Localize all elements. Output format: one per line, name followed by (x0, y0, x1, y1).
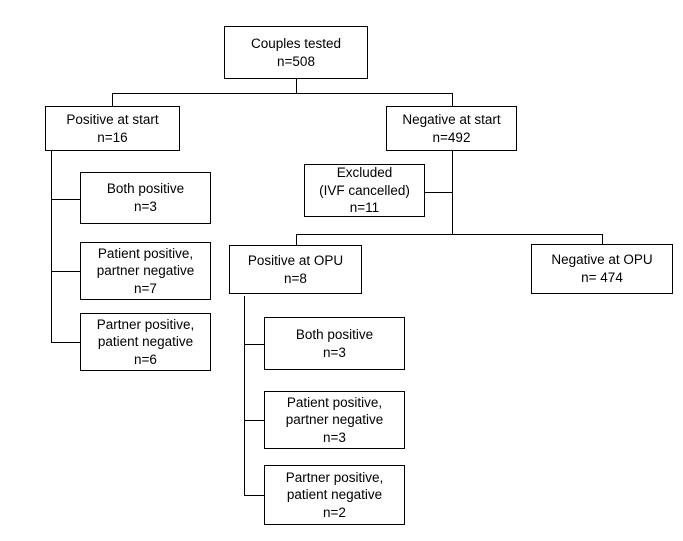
node-excluded-ivf-cancelled[interactable]: Excluded (IVF cancelled) n=11 (304, 164, 425, 217)
edge-stub-opu-child-3 (244, 495, 265, 496)
node-start-both-positive[interactable]: Both positive n=3 (80, 172, 211, 224)
node-positive-at-opu[interactable]: Positive at OPU n=8 (229, 245, 362, 294)
node-start-partner-positive-patient-negative[interactable]: Partner positive, patient negative n=6 (80, 313, 211, 371)
edge-root-split-bar (112, 93, 453, 94)
edge-stub-excluded (425, 192, 453, 193)
edge-root-stem (296, 79, 297, 94)
node-positive-at-start[interactable]: Positive at start n=16 (45, 106, 180, 151)
edge-stub-start-child-1 (51, 199, 80, 200)
node-negative-at-opu[interactable]: Negative at OPU n= 474 (531, 244, 673, 294)
edge-stub-opu-child-1 (244, 344, 265, 345)
edge-to-negative-start (452, 93, 453, 106)
edge-stub-start-child-2 (51, 271, 80, 272)
edge-positive-start-stem (51, 150, 52, 342)
edge-to-positive-start (112, 93, 113, 106)
node-opu-patient-positive-partner-negative[interactable]: Patient positive, partner negative n=3 (264, 391, 405, 449)
node-opu-both-positive[interactable]: Both positive n=3 (264, 317, 405, 370)
node-start-patient-positive-partner-negative[interactable]: Patient positive, partner negative n=7 (80, 242, 211, 300)
node-negative-at-start[interactable]: Negative at start n=492 (386, 106, 517, 151)
node-opu-partner-positive-patient-negative[interactable]: Partner positive, patient negative n=2 (264, 465, 405, 525)
edge-stub-opu-child-2 (244, 420, 265, 421)
node-couples-tested[interactable]: Couples tested n=508 (224, 26, 368, 79)
edge-positive-opu-stem (244, 296, 245, 495)
edge-to-positive-opu (296, 234, 297, 245)
edge-stub-start-child-3 (51, 342, 80, 343)
edge-to-negative-opu (602, 234, 603, 244)
edge-opu-split-bar (296, 234, 603, 235)
